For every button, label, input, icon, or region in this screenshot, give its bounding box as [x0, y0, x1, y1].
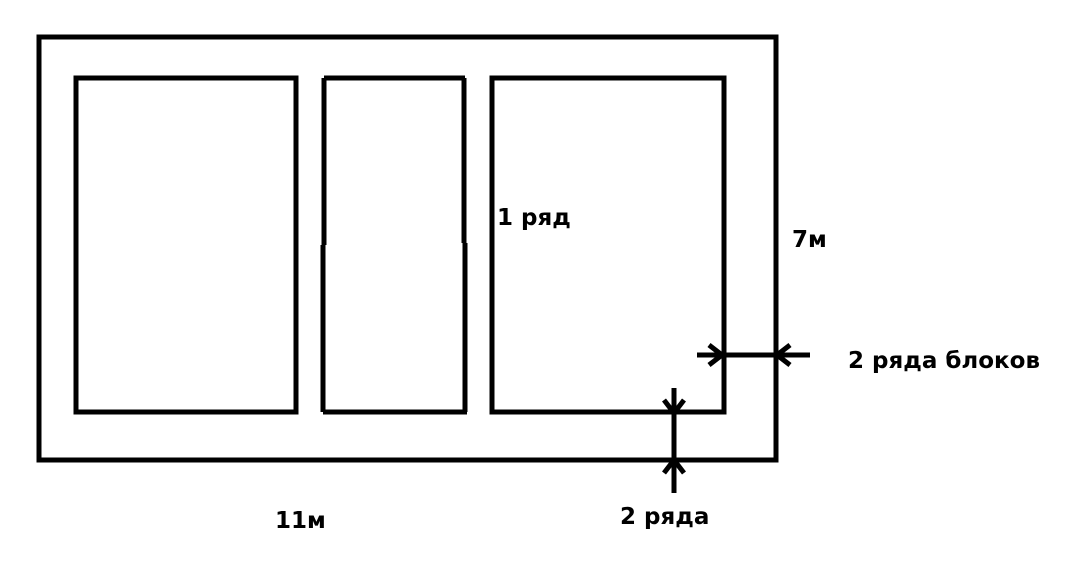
bottom-wall-thickness-label: 2 ряда [620, 504, 710, 530]
vertical-dimension-arrow [662, 388, 686, 493]
room-middle [320, 75, 468, 415]
length-dimension-label: 11м [275, 508, 326, 534]
width-dimension-label: 7м [792, 227, 827, 253]
outer-wall-thickness-label: 2 ряда блоков [848, 348, 1041, 374]
outer-wall [36, 34, 779, 463]
room-right [489, 75, 727, 415]
interior-wall-label: 1 ряд [497, 205, 571, 231]
room-left [73, 75, 299, 415]
horizontal-dimension-arrow [697, 343, 810, 367]
